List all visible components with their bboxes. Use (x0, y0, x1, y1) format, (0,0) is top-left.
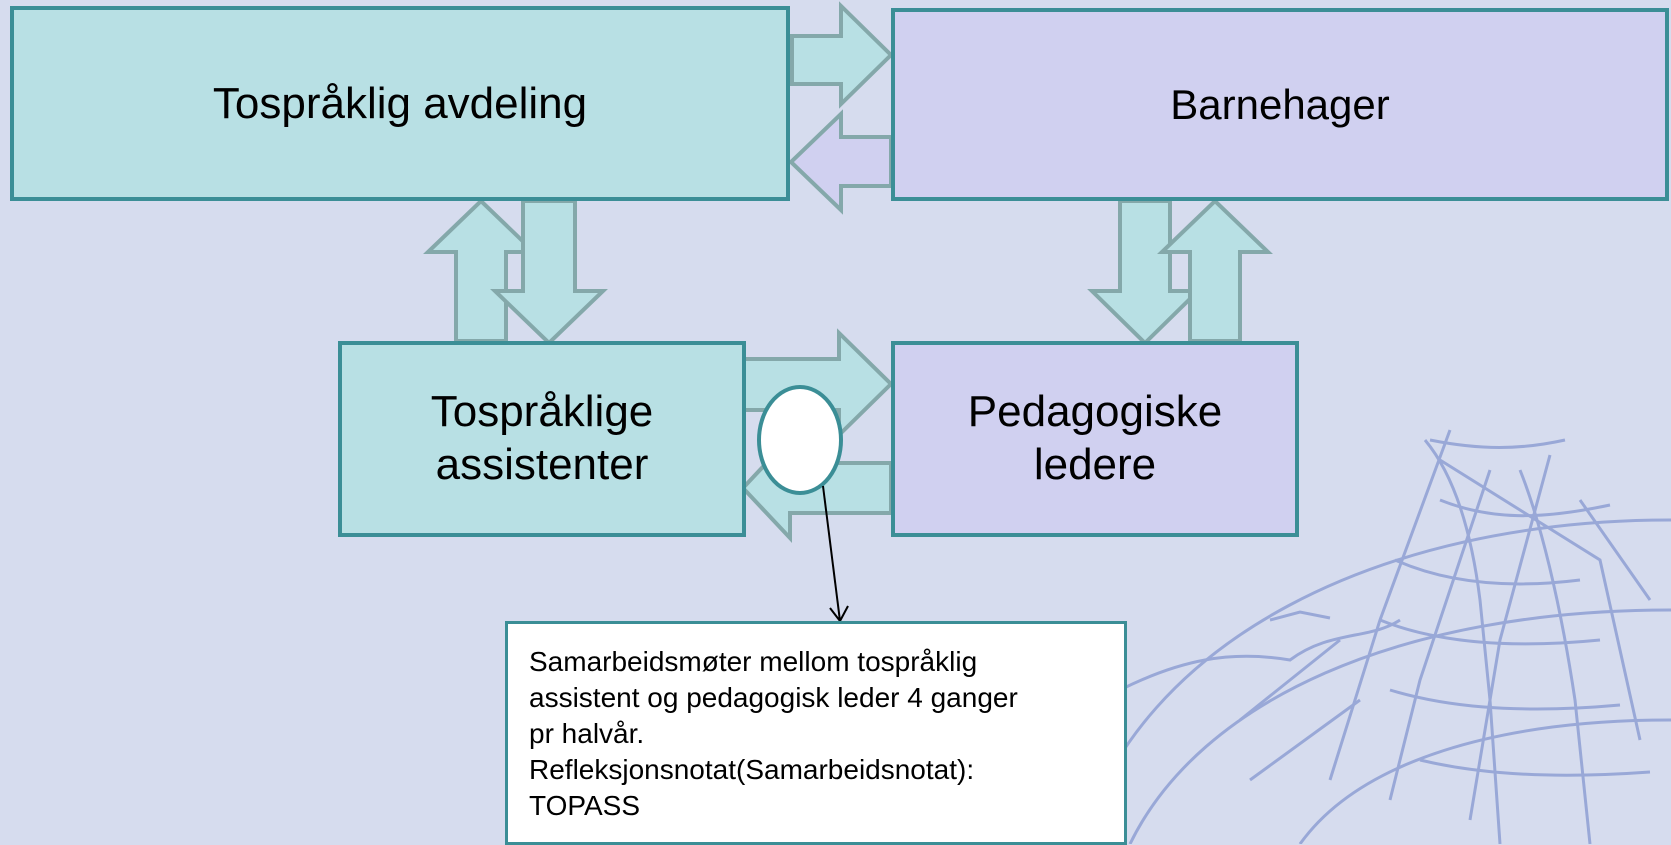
arrow-down-left (490, 199, 608, 346)
arrow-up-left (423, 198, 539, 343)
meeting-oval (757, 385, 843, 495)
note-line: pr halvår. (529, 718, 645, 749)
box-barnehager: Barnehager (891, 8, 1669, 201)
note-line: Refleksjonsnotat(Samarbeidsnotat): (529, 754, 975, 785)
box-pedagogiske-ledere: Pedagogiske ledere (891, 341, 1299, 537)
box-tospraklige-assistenter: Tospråklige assistenter (338, 341, 746, 537)
arrow-left-top (788, 109, 893, 215)
note-line: assistent og pedagogisk leder 4 ganger (529, 682, 1018, 713)
box-label-pedagogiske-ledere: Pedagogiske ledere (967, 387, 1223, 489)
pointer-line (822, 485, 841, 622)
box-label-barnehager: Barnehager (1170, 80, 1390, 128)
arrow-right-top (790, 1, 894, 109)
arrow-up-right (1157, 198, 1273, 343)
note-box: Samarbeidsmøter mellom tospråklig assist… (505, 621, 1127, 845)
box-label-tospraklig-avdeling: Tospråklig avdeling (212, 78, 588, 128)
sailing-ship-globe-icon (1078, 429, 1671, 844)
arrow-down-right (1087, 199, 1203, 346)
note-line: TOPASS (529, 790, 641, 821)
box-tospraklig-avdeling: Tospråklig avdeling (10, 6, 790, 201)
box-label-tospraklige-assistenter: Tospråklige assistenter (430, 387, 654, 489)
note-line: Samarbeidsmøter mellom tospråklig (529, 646, 978, 677)
